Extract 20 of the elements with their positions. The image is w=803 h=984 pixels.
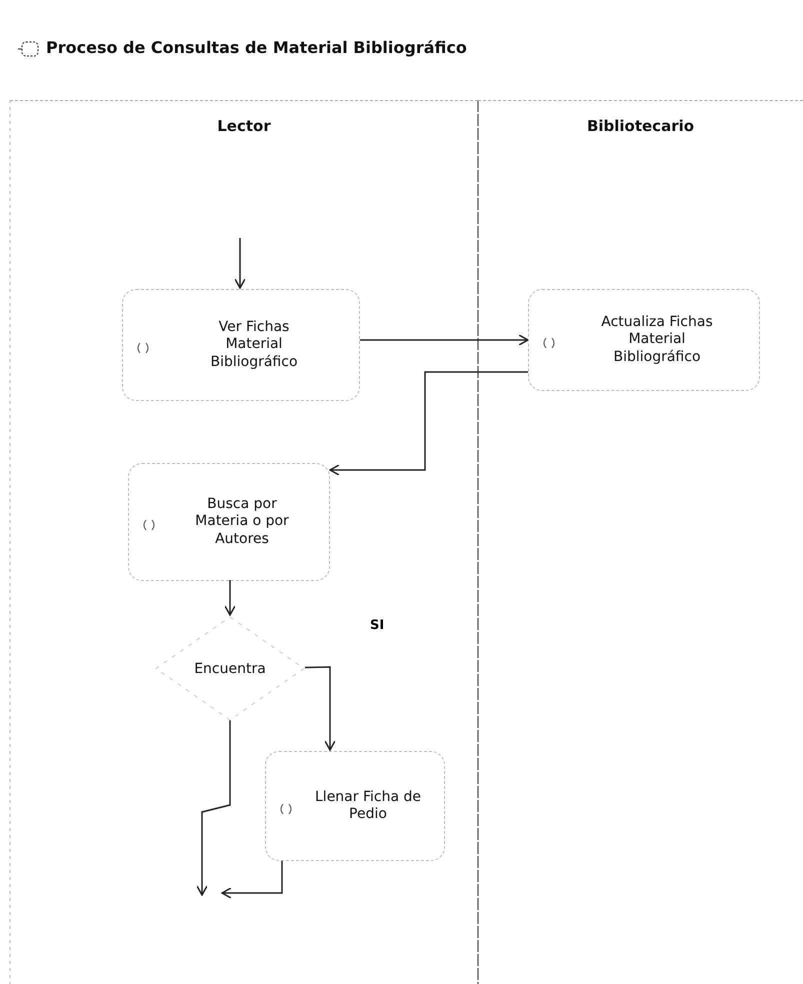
activity-label: Actualiza Fichas Material Bibliográfico (600, 314, 714, 366)
arrow (196, 720, 231, 896)
arrow (304, 666, 336, 751)
lane-heading: Bibliotecario (586, 117, 696, 135)
arrow (224, 580, 236, 616)
arrow (329, 371, 528, 476)
activity-box (122, 289, 360, 401)
activity-label: Llenar Ficha de Pedio (314, 788, 422, 824)
activity-box (265, 751, 445, 861)
activity-box (528, 289, 760, 391)
arrow (221, 860, 283, 899)
decision-diamond (155, 616, 305, 721)
decision-label: Encuentra (194, 660, 266, 676)
lane-heading: Lector (216, 117, 272, 135)
activity-box (128, 463, 330, 581)
arrow (234, 238, 246, 289)
diagram-title: Proceso de Consultas de Material Bibliográfico (46, 38, 467, 57)
activity-label: Busca por Materia o por Autores (194, 496, 290, 548)
activity-label: Ver Fichas Material Bibliográfico (209, 318, 299, 372)
arrow (360, 334, 529, 346)
